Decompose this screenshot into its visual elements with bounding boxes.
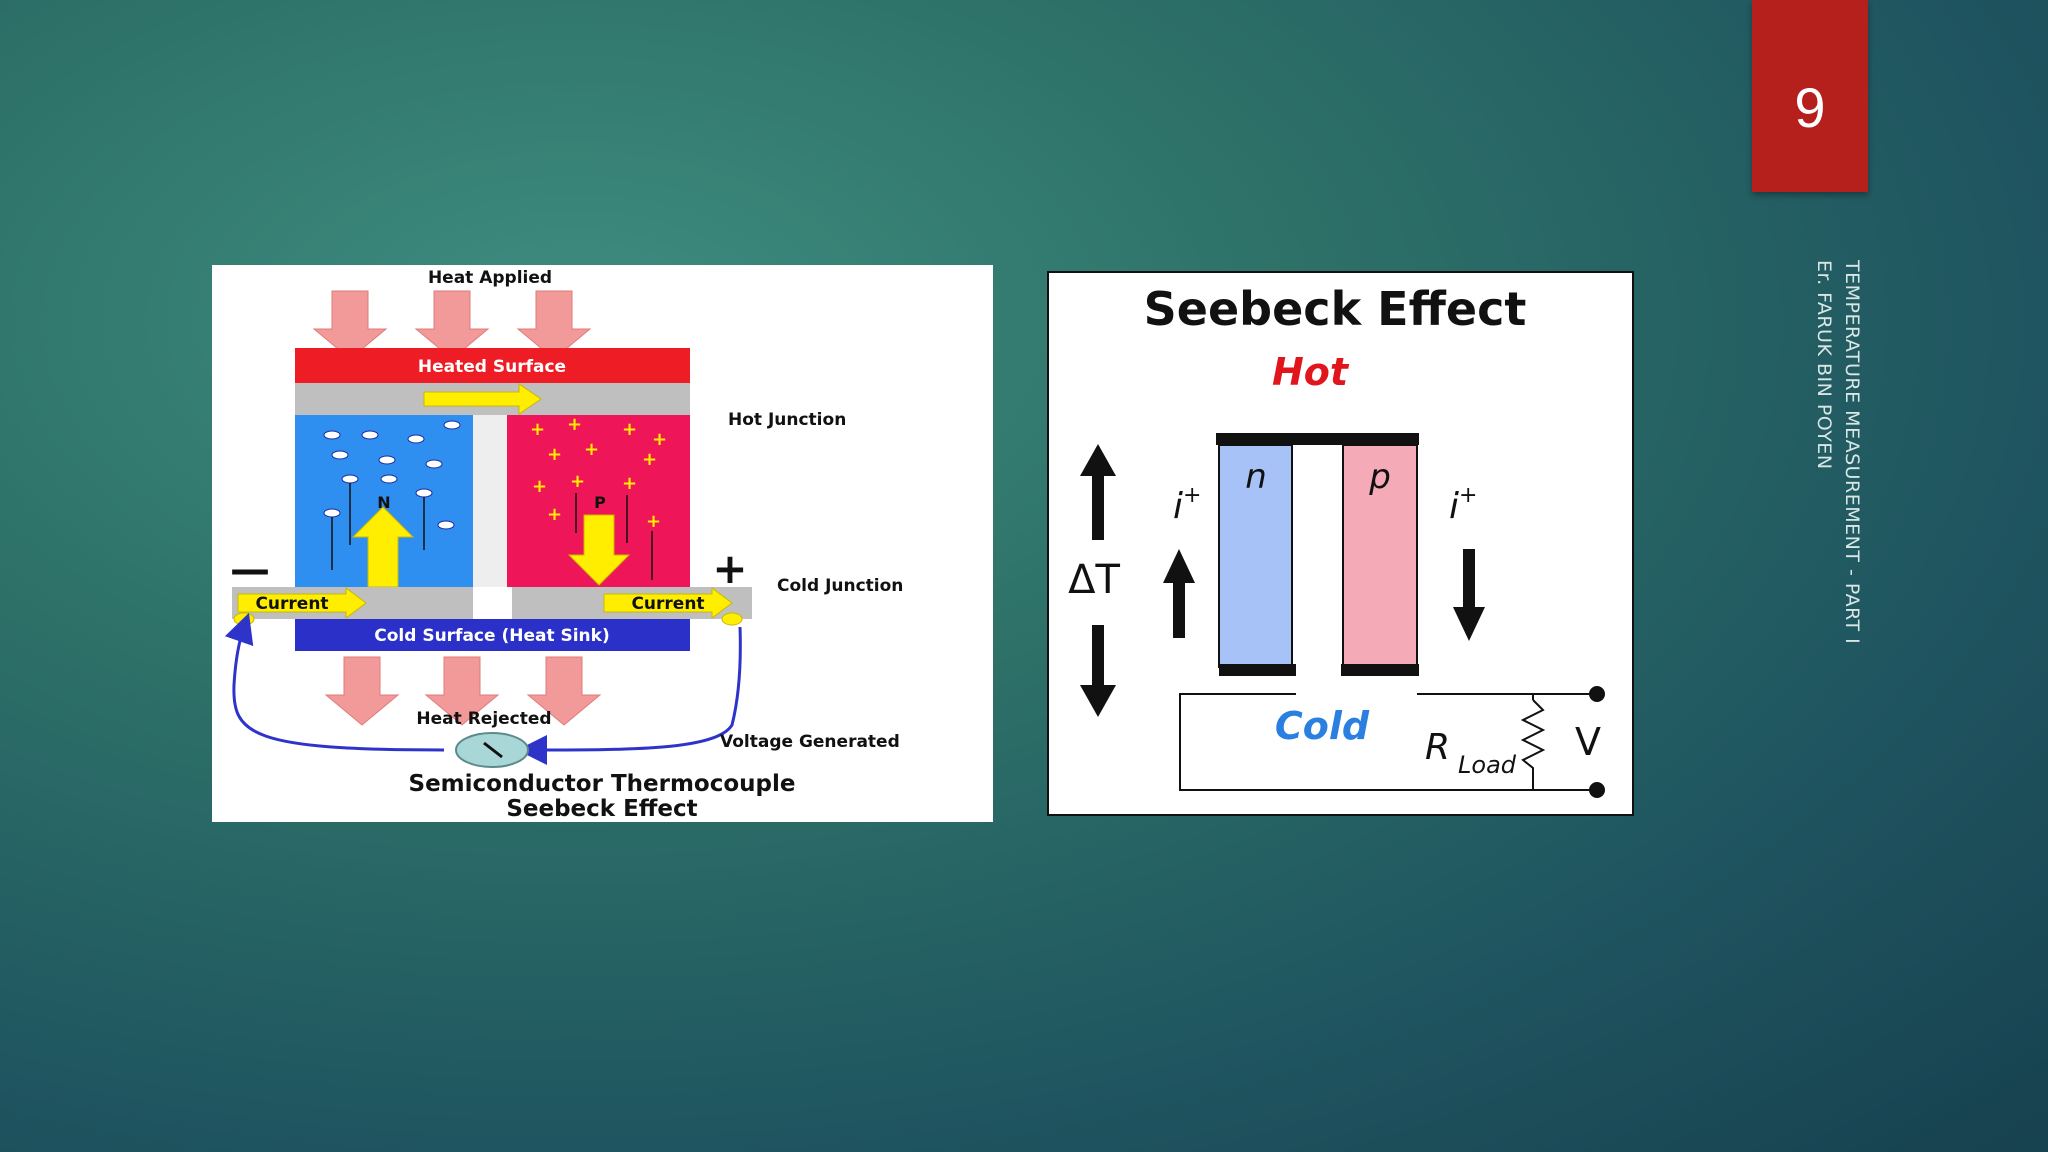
svg-text:+: + bbox=[646, 511, 661, 532]
semiconductor-thermocouple-diagram: Heat Applied Heated Surface Hot Junction bbox=[212, 265, 993, 822]
side-title: TEMPERATURE MEASUREMENT - PART I bbox=[1841, 260, 1863, 645]
svg-text:+: + bbox=[652, 429, 667, 450]
svg-text:+: + bbox=[622, 419, 637, 440]
hole-plus-signs: ++++ +++ +++ ++ bbox=[530, 414, 667, 532]
hot-junction-bar bbox=[1216, 433, 1419, 445]
cold-junction-label: Cold Junction bbox=[777, 576, 903, 596]
n-up-arrow bbox=[351, 506, 415, 588]
heated-surface-label: Heated Surface bbox=[418, 357, 566, 377]
terminal-bottom bbox=[1589, 782, 1605, 798]
electron-dots bbox=[323, 420, 461, 530]
heat-arrow-down-3 bbox=[516, 290, 592, 360]
page-number-badge: 9 bbox=[1752, 0, 1868, 192]
svg-text:+: + bbox=[547, 504, 562, 525]
current-label-right: Current bbox=[631, 594, 704, 614]
heat-applied-label: Heat Applied bbox=[428, 268, 552, 288]
negative-terminal-sign: — bbox=[230, 547, 270, 593]
svg-text:+: + bbox=[532, 476, 547, 497]
svg-text:+: + bbox=[567, 414, 582, 435]
cold-surface-label: Cold Surface (Heat Sink) bbox=[374, 626, 610, 646]
svg-text:+: + bbox=[530, 419, 545, 440]
voltage-generated-label: Voltage Generated bbox=[720, 732, 900, 752]
p-leg bbox=[1342, 444, 1418, 668]
current-right-superscript: + bbox=[1459, 483, 1477, 508]
positive-terminal-sign: + bbox=[712, 544, 747, 593]
current-right-label: i+ bbox=[1449, 483, 1477, 527]
caption-line-2: Seebeck Effect bbox=[506, 796, 697, 822]
n-leg-label: n bbox=[1245, 457, 1267, 497]
voltmeter-needle bbox=[483, 741, 503, 759]
heat-arrow-down-1 bbox=[312, 290, 388, 360]
hot-label: Hot bbox=[1272, 350, 1350, 394]
voltage-label: V bbox=[1575, 720, 1601, 764]
terminal-dot-right bbox=[721, 612, 743, 626]
cold-label: Cold bbox=[1275, 704, 1370, 748]
svg-text:+: + bbox=[622, 473, 637, 494]
current-left-label: i+ bbox=[1173, 483, 1201, 527]
load-circuit bbox=[1179, 693, 1597, 791]
svg-text:+: + bbox=[547, 444, 562, 465]
current-right-down-arrow bbox=[1453, 549, 1485, 641]
heat-arrow-down-2 bbox=[414, 290, 490, 360]
seebeck-diagram-svg: Seebeck Effect Hot n p ΔT i+ i+ Cold R bbox=[1068, 282, 1605, 798]
circuit-wire-right bbox=[517, 626, 742, 765]
n-label: N bbox=[377, 493, 390, 512]
heat-rejected-label: Heat Rejected bbox=[416, 709, 551, 729]
delta-t-down-arrow bbox=[1080, 625, 1116, 717]
hole-drift-lines bbox=[575, 493, 653, 580]
circuit-wire-left bbox=[224, 612, 445, 752]
current-left-superscript: + bbox=[1183, 483, 1201, 508]
p-label: P bbox=[594, 493, 606, 512]
n-leg bbox=[1218, 444, 1293, 668]
heated-surface bbox=[295, 348, 690, 383]
svg-text:+: + bbox=[584, 439, 599, 460]
current-left-up-arrow bbox=[1163, 549, 1195, 638]
delta-t-up-arrow bbox=[1080, 444, 1116, 540]
p-leg-label: p bbox=[1368, 457, 1391, 497]
semiconductor-diagram-svg: Heat Applied Heated Surface Hot Junction bbox=[224, 268, 903, 822]
terminal-dot-left bbox=[233, 612, 255, 626]
current-arrow-right bbox=[603, 587, 733, 619]
heat-arrow-out-3 bbox=[526, 656, 602, 726]
seebeck-title: Seebeck Effect bbox=[1144, 282, 1527, 336]
n-leg-cold-cap bbox=[1219, 664, 1296, 676]
current-label-left: Current bbox=[255, 594, 328, 614]
side-caption: TEMPERATURE MEASUREMENT - PART I Er. FAR… bbox=[1810, 260, 1866, 644]
heat-arrow-out-1 bbox=[324, 656, 400, 726]
page-number: 9 bbox=[1794, 75, 1826, 139]
svg-text:+: + bbox=[570, 471, 585, 492]
current-arrow-left bbox=[237, 587, 367, 619]
junction-separator bbox=[473, 415, 507, 587]
cold-surface bbox=[295, 619, 690, 651]
hot-junction-label: Hot Junction bbox=[728, 410, 846, 430]
heat-applied-arrows bbox=[312, 290, 592, 360]
hot-junction-arrow bbox=[423, 383, 542, 415]
side-author: Er. FARUK BIN POYEN bbox=[1813, 260, 1835, 470]
delta-t-label: ΔT bbox=[1068, 557, 1120, 603]
heat-arrow-out-2 bbox=[424, 656, 500, 726]
svg-text:+: + bbox=[642, 449, 657, 470]
caption-line-1: Semiconductor Thermocouple bbox=[409, 771, 796, 797]
seebeck-effect-diagram: Seebeck Effect Hot n p ΔT i+ i+ Cold R bbox=[1047, 271, 1634, 816]
electron-drift-lines bbox=[331, 483, 425, 570]
resistor-zigzag bbox=[1520, 699, 1546, 790]
heat-rejected-arrows bbox=[324, 656, 602, 726]
load-subscript: Load bbox=[1458, 751, 1517, 779]
terminal-top bbox=[1589, 686, 1605, 702]
p-down-arrow bbox=[567, 514, 631, 586]
p-leg-cold-cap bbox=[1341, 664, 1419, 676]
